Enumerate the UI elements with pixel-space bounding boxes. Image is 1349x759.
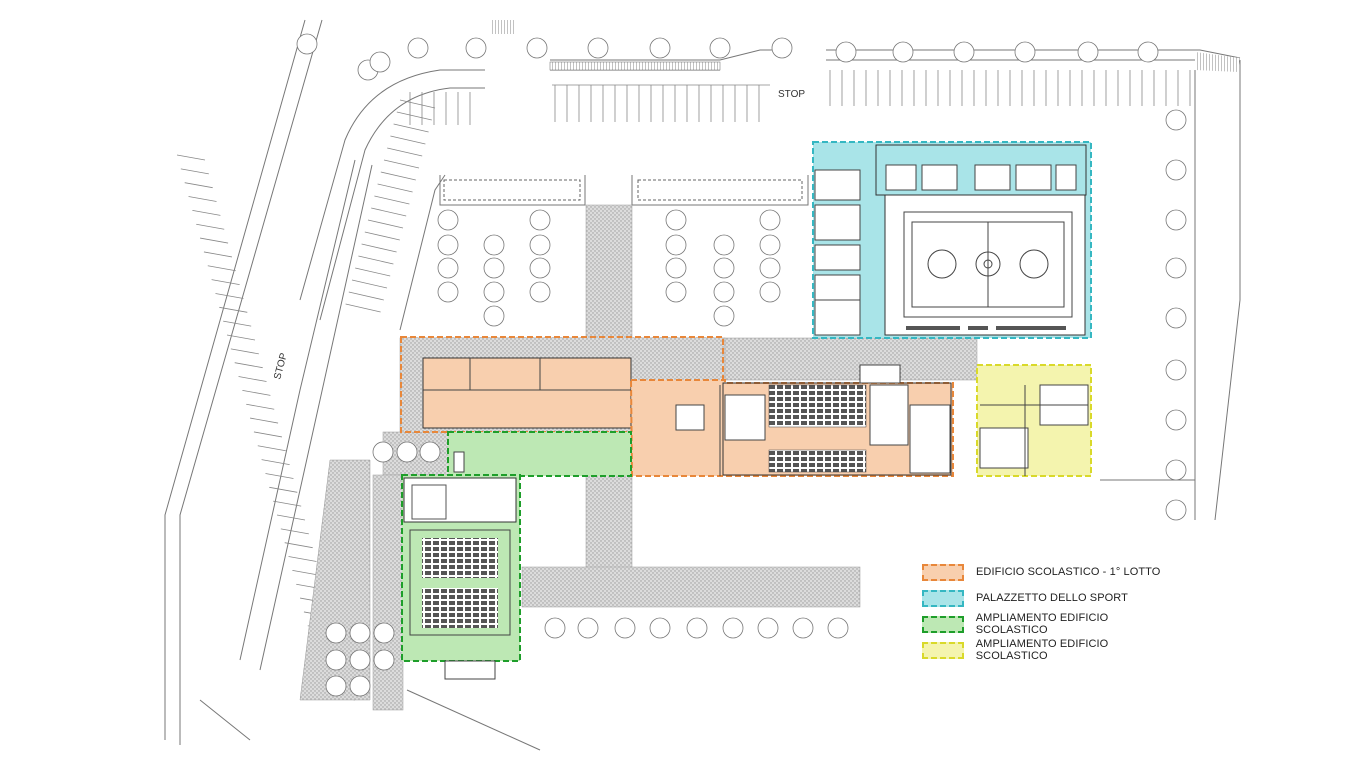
road-network [164, 19, 1241, 751]
tree-icon [437, 209, 459, 231]
legend-swatch-green [922, 615, 964, 633]
legend-label: EDIFICIO SCOLASTICO - 1° LOTTO [976, 566, 1161, 578]
tree-icon [835, 41, 857, 63]
tree-icon [686, 617, 708, 639]
tree-icon [722, 617, 744, 639]
tree-icon [757, 617, 779, 639]
hatched-strip [549, 61, 721, 71]
tree-icon [1014, 41, 1036, 63]
tree-icon [407, 37, 429, 59]
tree-icon [1165, 359, 1187, 381]
tree-icon [713, 257, 735, 279]
tree-icon [1077, 41, 1099, 63]
tree-icon [665, 209, 687, 231]
tree-icon [1165, 209, 1187, 231]
tree-icon [529, 234, 551, 256]
tree-icon [1165, 307, 1187, 329]
tree-icon [296, 33, 318, 55]
tree-icon [396, 441, 418, 463]
legend-swatch-orange [922, 563, 964, 581]
tree-icon [325, 675, 347, 697]
tree-icon [372, 441, 394, 463]
tree-icon [1165, 459, 1187, 481]
tree-icon [325, 649, 347, 671]
tree-icon [369, 51, 391, 73]
tree-icon [614, 617, 636, 639]
legend-item-ampliamento-yellow: AMPLIAMENTO EDIFICIO SCOLASTICO [922, 638, 1182, 662]
tree-icon [1165, 257, 1187, 279]
tree-icon [483, 257, 505, 279]
tree-icon [665, 281, 687, 303]
tree-icon [325, 622, 347, 644]
tree-icon [1165, 499, 1187, 521]
legend-item-edificio: EDIFICIO SCOLASTICO - 1° LOTTO [922, 562, 1182, 582]
tree-icon [373, 622, 395, 644]
tree-icon [759, 281, 781, 303]
tree-icon [529, 257, 551, 279]
tree-icon [1165, 109, 1187, 131]
tree-icon [587, 37, 609, 59]
legend-item-palazzetto: PALAZZETTO DELLO SPORT [922, 588, 1182, 608]
ampliamento-edificio-scolastico-yellow [976, 364, 1092, 477]
trees [296, 33, 1187, 697]
tree-icon [373, 649, 395, 671]
tree-icon [577, 617, 599, 639]
legend-label: AMPLIAMENTO EDIFICIO SCOLASTICO [975, 638, 1109, 662]
tree-icon [709, 37, 731, 59]
edificio-scolastico-1-lotto [400, 336, 954, 477]
tree-icon [713, 305, 735, 327]
tree-icon [526, 37, 548, 59]
tree-icon [759, 209, 781, 231]
ampliamento-edificio-scolastico-green [401, 431, 632, 680]
legend-label: PALAZZETTO DELLO SPORT [976, 592, 1128, 604]
stop-label-top: STOP [778, 89, 805, 100]
tree-icon [483, 234, 505, 256]
planter-right [637, 179, 803, 201]
planter-frame-left [439, 175, 586, 206]
tree-icon [349, 675, 371, 697]
tree-icon [792, 617, 814, 639]
tree-icon [771, 37, 793, 59]
tree-icon [437, 281, 459, 303]
tree-icon [892, 41, 914, 63]
legend: EDIFICIO SCOLASTICO - 1° LOTTO PALAZZETT… [922, 562, 1182, 666]
tree-icon [953, 41, 975, 63]
tree-icon [665, 234, 687, 256]
hatched-crosswalk [490, 20, 514, 34]
tree-icon [544, 617, 566, 639]
tree-icon [759, 257, 781, 279]
tree-icon [649, 37, 671, 59]
tree-icon [465, 37, 487, 59]
planter-left [443, 179, 581, 201]
parking-stalls-left [176, 99, 436, 701]
tree-icon [529, 281, 551, 303]
tree-icon [665, 257, 687, 279]
tree-icon [419, 441, 441, 463]
stop-label-left: STOP [272, 351, 290, 380]
tree-icon [349, 622, 371, 644]
legend-item-ampliamento-green: AMPLIAMENTO EDIFICIO SCOLASTICO [922, 612, 1182, 636]
tree-icon [349, 649, 371, 671]
legend-swatch-cyan [922, 589, 964, 607]
tree-icon [483, 305, 505, 327]
tree-icon [649, 617, 671, 639]
tree-icon [1137, 41, 1159, 63]
tree-icon [437, 257, 459, 279]
tree-icon [759, 234, 781, 256]
parking-stalls-top [409, 70, 1191, 125]
planter-frame-right [631, 175, 809, 206]
tree-icon [437, 234, 459, 256]
legend-swatch-yellow [922, 641, 964, 659]
palazzetto-dello-sport [812, 141, 1092, 339]
tree-icon [529, 209, 551, 231]
tree-icon [713, 234, 735, 256]
tree-icon [1165, 409, 1187, 431]
tree-icon [1165, 159, 1187, 181]
tree-icon [827, 617, 849, 639]
hatched-strip-right [1195, 52, 1240, 72]
tree-icon [713, 281, 735, 303]
tree-icon [483, 281, 505, 303]
legend-label: AMPLIAMENTO EDIFICIO SCOLASTICO [975, 612, 1109, 636]
